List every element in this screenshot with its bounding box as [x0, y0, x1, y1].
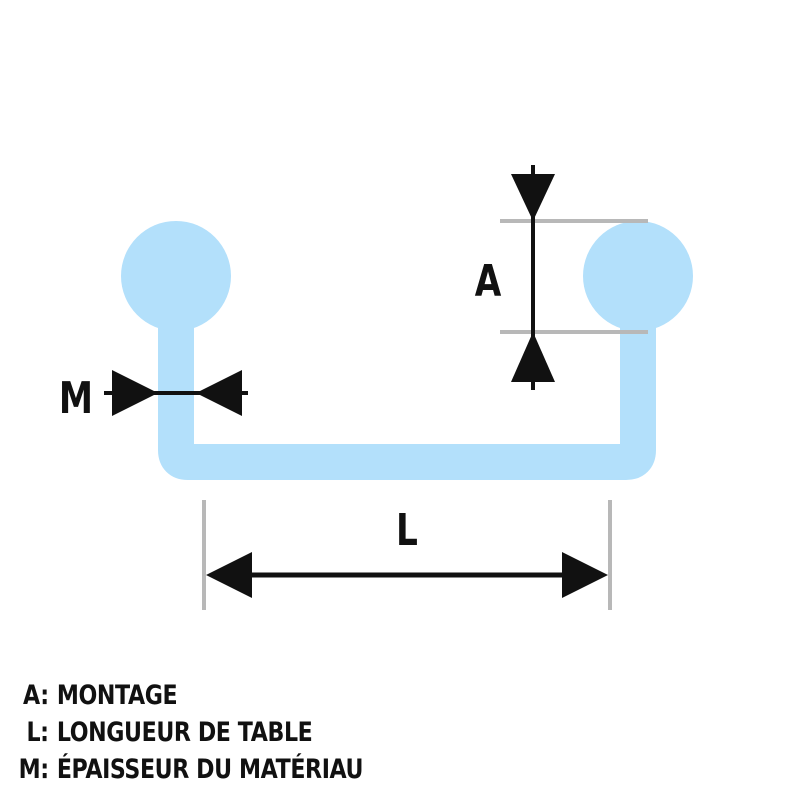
- legend-text-m: ÉPAISSEUR DU MATÉRIAU: [56, 754, 364, 785]
- a-label: A: [475, 256, 502, 307]
- legend-key-l: L:: [26, 717, 49, 748]
- a-arrow-up: [511, 332, 555, 382]
- m-label: M: [59, 373, 93, 424]
- m-arrow-right: [112, 370, 158, 416]
- right-mount-knob: [583, 221, 693, 331]
- l-arrow-right: [562, 552, 608, 598]
- legend-text-a: MONTAGE: [56, 680, 178, 711]
- l-arrow-left: [206, 552, 252, 598]
- left-mount-knob: [121, 221, 231, 331]
- m-arrow-left: [196, 370, 242, 416]
- dimension-l: L: [202, 500, 612, 610]
- dimension-a: A: [475, 165, 648, 390]
- legend-row-a: A: MONTAGE: [6, 680, 363, 717]
- l-label: L: [396, 505, 418, 556]
- dimension-legend: A: MONTAGE L: LONGUEUR DE TABLE M: ÉPAIS…: [6, 680, 442, 791]
- u-handle-body: [158, 275, 656, 480]
- u-handle-part: [121, 221, 693, 480]
- legend-row-l: L: LONGUEUR DE TABLE: [6, 717, 363, 754]
- legend-text-l: LONGUEUR DE TABLE: [56, 717, 313, 748]
- a-arrow-down: [511, 174, 555, 221]
- legend-key-m: M:: [18, 754, 49, 785]
- legend-row-m: M: ÉPAISSEUR DU MATÉRIAU: [6, 754, 364, 791]
- legend-key-a: A:: [23, 680, 49, 711]
- dimension-m: M: [59, 370, 248, 424]
